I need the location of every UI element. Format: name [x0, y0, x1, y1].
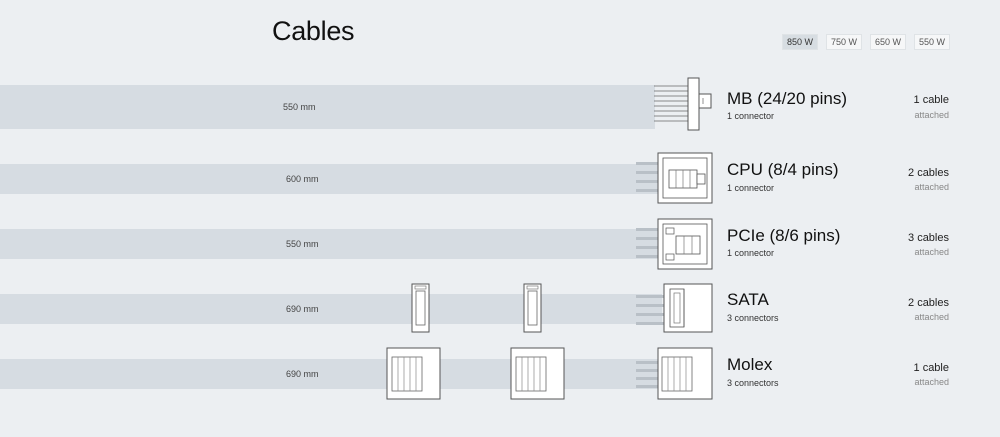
sata-inline-connector-icon: [411, 283, 430, 333]
connector-name: CPU (8/4 pins): [727, 160, 839, 179]
cable-count: 3 cables: [908, 232, 949, 244]
cable-strip: [0, 294, 662, 324]
mb-connector-icon: [654, 77, 712, 131]
wattage-tab-750[interactable]: 750 W: [825, 34, 862, 50]
cable-count: 2 cables: [908, 167, 949, 179]
wattage-tab-850[interactable]: 850 W: [781, 34, 818, 50]
attached-status: attached: [914, 377, 949, 387]
sata-connector-icon: [636, 283, 713, 333]
wattage-selector: 850 W 750 W 650 W 550 W: [781, 34, 950, 50]
molex-inline-connector-icon: [386, 347, 441, 400]
attached-status: attached: [914, 312, 949, 322]
cable-strip: [0, 164, 662, 194]
connector-count: 3 connectors: [727, 378, 779, 388]
wattage-tab-650[interactable]: 650 W: [869, 34, 906, 50]
connector-count: 3 connectors: [727, 313, 779, 323]
connector-name: PCIe (8/6 pins): [727, 226, 841, 245]
cable-count: 2 cables: [908, 297, 949, 309]
connector-name: SATA: [727, 290, 769, 309]
cable-length: 690 mm: [286, 369, 319, 379]
attached-status: attached: [914, 182, 949, 192]
connector-count: 1 connector: [727, 111, 775, 121]
pcie-connector-icon: [636, 218, 713, 270]
attached-status: attached: [914, 110, 949, 120]
cable-count: 1 cable: [913, 362, 949, 374]
cable-length: 550 mm: [286, 239, 319, 249]
cable-length: 690 mm: [286, 304, 319, 314]
connector-name: MB (24/20 pins): [727, 89, 847, 108]
connector-name: Molex: [727, 355, 773, 374]
attached-status: attached: [914, 247, 949, 257]
molex-inline-connector-icon: [510, 347, 565, 400]
sata-inline-connector-icon: [523, 283, 542, 333]
cable-length: 600 mm: [286, 174, 319, 184]
cable-count: 1 cable: [913, 94, 949, 106]
cpu-connector-icon: [636, 152, 713, 204]
cable-length: 550 mm: [283, 102, 316, 112]
connector-count: 1 connector: [727, 183, 775, 193]
molex-connector-icon: [636, 347, 713, 400]
cable-strip: [0, 229, 662, 259]
wattage-tab-550[interactable]: 550 W: [913, 34, 950, 50]
connector-count: 1 connector: [727, 248, 775, 258]
page-title: Cables: [272, 16, 355, 46]
cable-strip: [0, 85, 655, 129]
